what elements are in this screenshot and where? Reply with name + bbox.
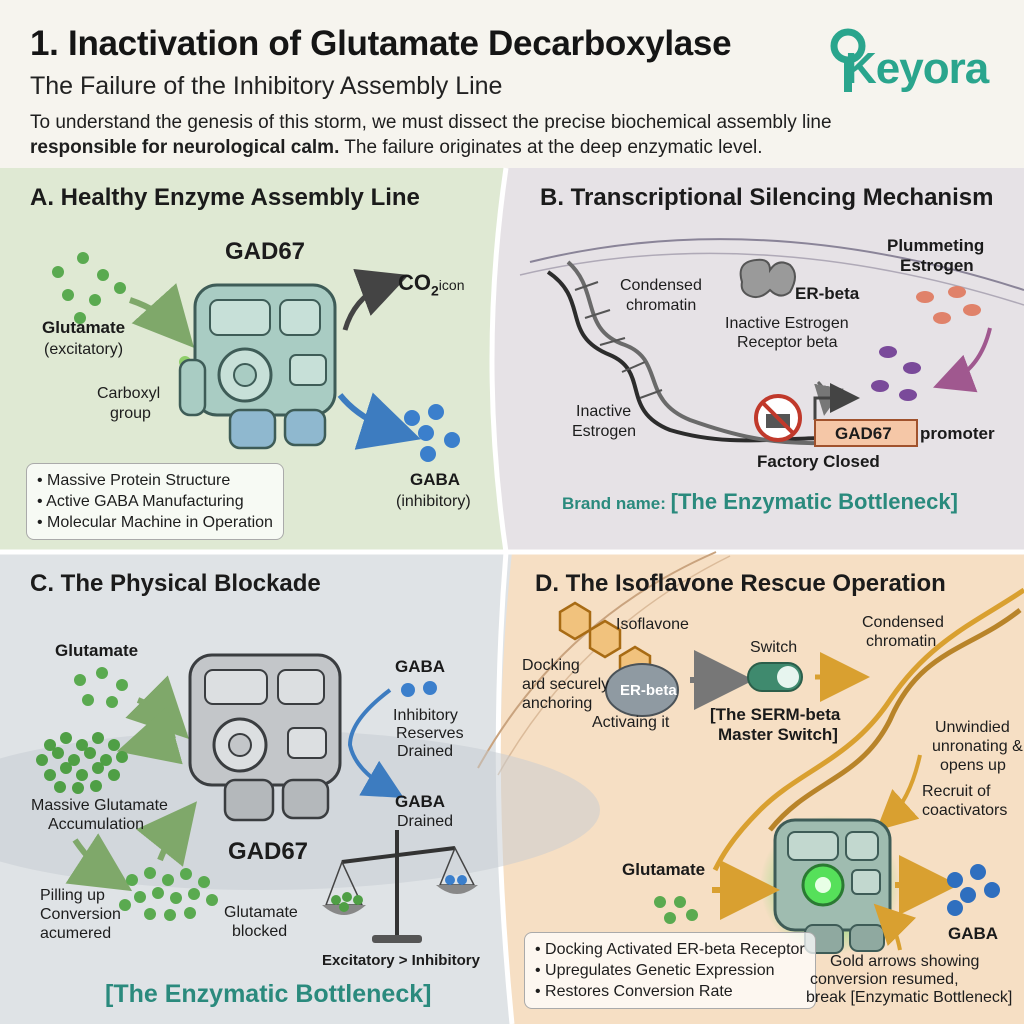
activating-label: Activaing it xyxy=(592,714,670,731)
promoter-label: promoter xyxy=(920,424,995,443)
gaba-molecules-c xyxy=(401,681,437,697)
er-beta-receptor-d xyxy=(605,663,679,717)
docking-label-2: ard securely xyxy=(522,676,610,693)
docking-label-3: anchoring xyxy=(522,695,593,712)
serm-label-2: Master Switch] xyxy=(718,725,838,744)
receptor-label-1: Inactive Estrogen xyxy=(725,315,849,332)
piling-label-3: acumered xyxy=(40,925,112,942)
factory-closed-icon xyxy=(754,394,802,442)
reserves-label-2: Reserves xyxy=(396,725,464,742)
er-beta-receptor-icon xyxy=(739,258,796,299)
estrogen-label-1: Plummeting xyxy=(887,236,985,255)
estrogen-molecules-b xyxy=(871,286,981,401)
reserves-label-1: Inhibitory xyxy=(393,707,458,724)
serm-label-1: [The SERM-beta xyxy=(710,705,841,724)
glutamate-molecules-c xyxy=(74,667,128,708)
dna-helix-b xyxy=(546,260,821,446)
unwind-label-3: opens up xyxy=(940,757,1006,774)
logo-text: Keyora xyxy=(845,44,989,93)
page-title: 1. Inactivation of Glutamate Decarboxyla… xyxy=(30,24,732,63)
factory-closed-label: Factory Closed xyxy=(757,452,880,471)
enzyme-label-a: GAD67 xyxy=(225,238,306,265)
carboxyl-label-2: group xyxy=(110,405,151,422)
glutamate-label-c: Glutamate xyxy=(55,641,139,660)
panel-c-title: C. The Physical Blockade xyxy=(30,570,321,597)
panel-a-bullets: • Massive Protein Structure • Active GAB… xyxy=(26,463,284,540)
panel-d-bullets: • Docking Activated ER-beta Receptor • U… xyxy=(524,932,816,1009)
bullet-item: • Active GABA Manufacturing xyxy=(37,493,244,510)
inactive-estrogen-1: Inactive xyxy=(576,403,632,420)
bottleneck-label-c: [The Enzymatic Bottleneck] xyxy=(105,980,432,1008)
glutamate-accumulation xyxy=(36,732,128,794)
chromatin-label-2: chromatin xyxy=(626,297,697,314)
recruit-label-1: Recruit of xyxy=(922,783,991,800)
gold-arrows-note-1: Gold arrows showing xyxy=(830,953,980,970)
bullet-item: • Restores Conversion Rate xyxy=(535,983,733,1000)
page-subtitle: The Failure of the Inhibitory Assembly L… xyxy=(30,72,503,100)
drained-label: Drained xyxy=(397,813,454,830)
keyora-logo-icon xyxy=(830,28,866,92)
co2-label: CO2icon xyxy=(398,270,465,299)
inactive-estrogen-2: Estrogen xyxy=(572,423,637,440)
gene-label: GAD67 xyxy=(835,424,892,443)
panel-b-background xyxy=(492,168,1024,552)
chromatin-label-1: Condensed xyxy=(620,277,702,294)
recruit-label-2: coactivators xyxy=(922,802,1008,819)
gold-arrows-note-3: break [Enzymatic Bottleneck] xyxy=(806,989,1013,1006)
gaba-note-a: (inhibitory) xyxy=(396,493,471,510)
glutamate-note-a: (excitatory) xyxy=(44,341,124,358)
enzyme-label-c: GAD67 xyxy=(228,838,309,865)
er-beta-label-b: ER-beta xyxy=(795,284,860,303)
er-beta-label-d: ER-beta xyxy=(620,682,677,699)
intro-paragraph: To understand the genesis of this storm,… xyxy=(30,112,832,158)
carboxyl-label-1: Carboxyl xyxy=(97,385,161,402)
gaba-label-d: GABA xyxy=(948,924,999,943)
gaba-molecules-d xyxy=(947,864,1000,916)
chromatin-d-1: Condensed xyxy=(862,614,944,631)
gad67-enzyme-c xyxy=(188,653,342,822)
blocked-label-2: blocked xyxy=(232,923,288,940)
docking-label-1: Docking xyxy=(522,657,580,674)
receptor-label-2: Receptor beta xyxy=(737,334,838,351)
glutamate-molecules-d xyxy=(654,896,698,924)
gaba-label-a: GABA xyxy=(410,470,461,489)
bullet-item: • Massive Protein Structure xyxy=(37,472,231,489)
reserves-label-3: Drained xyxy=(397,743,454,760)
estrogen-label-2: Estrogen xyxy=(900,256,974,275)
dna-helix-d xyxy=(712,587,1024,872)
isoflavone-label: Isoflavone xyxy=(616,616,689,633)
unwind-label-1: Unwindied xyxy=(935,719,1010,736)
switch-label: Switch xyxy=(750,639,798,656)
gaba-label-c-top: GABA xyxy=(395,657,446,676)
blocked-label-1: Glutamate xyxy=(224,904,298,921)
balance-label: Excitatory > Inhibitory xyxy=(322,952,480,969)
gold-arrows-note-2: conversion resumed, xyxy=(810,971,959,988)
gad67-gene-box xyxy=(814,419,918,447)
balance-scale xyxy=(322,830,478,943)
glutamate-blocked-cluster xyxy=(119,867,218,921)
unwind-label-2: unronating & xyxy=(932,738,1023,755)
bullet-item: • Molecular Machine in Operation xyxy=(37,514,273,531)
gaba-molecules-a xyxy=(404,404,460,462)
glutamate-molecules-a xyxy=(52,252,126,324)
glutamate-label-a: Glutamate xyxy=(42,318,126,337)
bullet-item: • Docking Activated ER-beta Receptor xyxy=(535,941,805,958)
piling-label-2: Conversion xyxy=(40,906,121,923)
bullet-item: • Upregulates Genetic Expression xyxy=(535,962,775,979)
serm-master-switch xyxy=(747,662,803,692)
glutamate-label-d: Glutamate xyxy=(622,860,706,879)
gad67-enzyme-a xyxy=(178,283,337,450)
gaba-label-c-mid: GABA xyxy=(395,792,446,811)
piling-label-1: Pilling up xyxy=(40,887,105,904)
accumulation-label-2: Accumulation xyxy=(48,816,145,833)
accumulation-label-1: Massive Glutamate xyxy=(31,797,168,814)
brand-line: Brand name: [The Enzymatic Bottleneck] xyxy=(562,489,958,514)
panel-b-title: B. Transcriptional Silencing Mechanism xyxy=(540,184,994,211)
panel-a-title: A. Healthy Enzyme Assembly Line xyxy=(30,184,420,211)
panel-d-title: D. The Isoflavone Rescue Operation xyxy=(535,570,946,597)
chromatin-d-2: chromatin xyxy=(866,633,937,650)
